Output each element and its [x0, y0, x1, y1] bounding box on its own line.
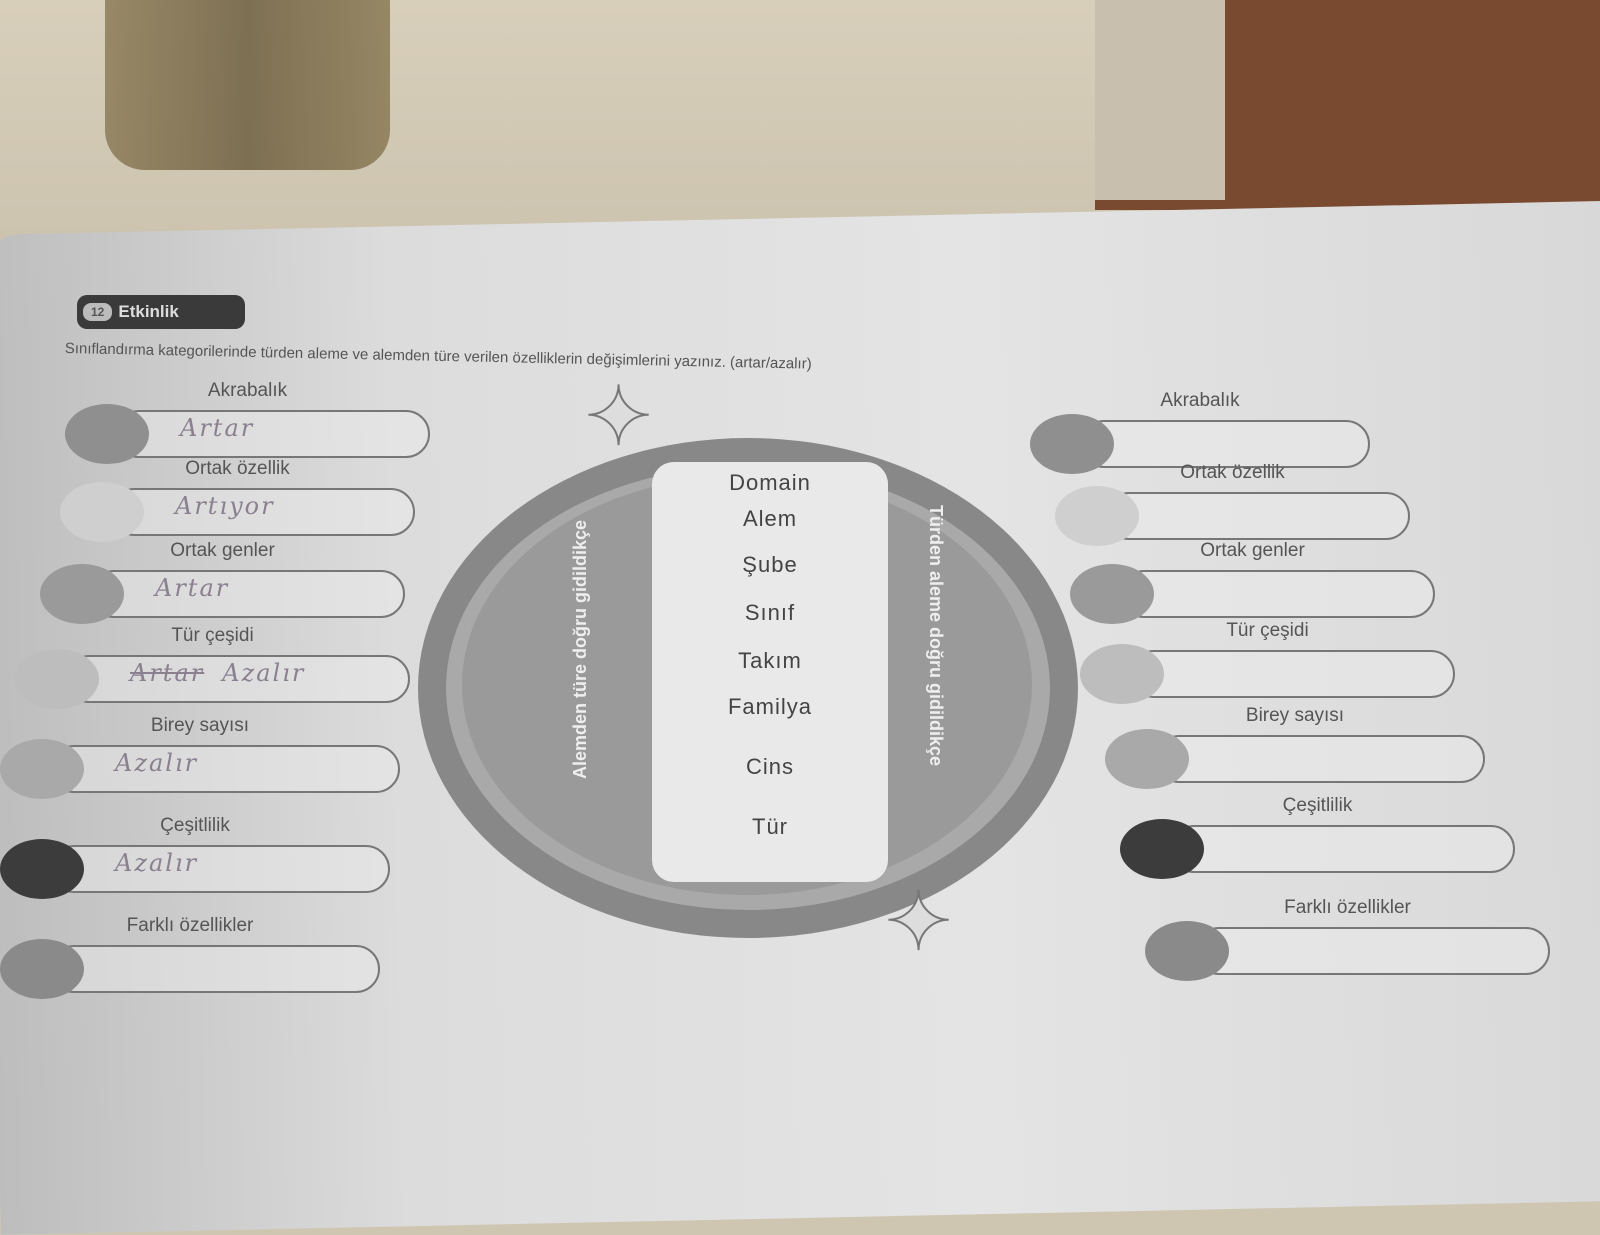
answer-text: Azalır: [115, 849, 199, 877]
left-item: Akrabalık Artar: [65, 380, 430, 464]
circle-marker: [40, 564, 124, 624]
activity-number: 12: [83, 303, 113, 321]
left-item: Ortak özellik Artıyor: [60, 458, 415, 542]
item-label: Birey sayısı: [150, 715, 250, 736]
star-icon: ✦: [584, 371, 653, 462]
answer-text: Artıyor: [175, 492, 275, 520]
star-icon: ✦: [884, 876, 953, 967]
left-item: Tür çeşidi Artar Azalır: [15, 625, 410, 709]
answer-field[interactable]: [1120, 570, 1435, 618]
level-7: Tür: [752, 814, 788, 839]
level-4: Takım: [738, 648, 802, 673]
answer-text: Artar: [155, 574, 230, 602]
level-6: Cins: [745, 754, 794, 779]
level-0: Domain: [729, 470, 811, 495]
level-5: Familya: [727, 694, 812, 719]
answer-field[interactable]: [110, 488, 415, 536]
circle-marker: [1145, 921, 1229, 981]
handwritten-answer: Artar: [155, 574, 229, 602]
circle-marker: [0, 739, 84, 799]
circle-marker: [1120, 819, 1204, 879]
right-item: Birey sayısı: [1105, 705, 1485, 789]
left-item: Ortak genler Artar: [40, 540, 405, 624]
handwritten-answer: Artıyor: [175, 492, 275, 520]
item-label: Akrabalık: [207, 380, 288, 401]
handwritten-answer: Azalır: [115, 849, 198, 877]
answer-text: Azalır: [222, 659, 306, 687]
answer-field[interactable]: [1170, 825, 1515, 873]
handwritten-answer: Azalır: [115, 749, 198, 777]
level-1: Alem: [742, 506, 798, 531]
left-item: Farklı özellikler: [0, 915, 380, 999]
item-label: Farklı özellikler: [126, 915, 254, 936]
item-label: Çeşitlilik: [1282, 795, 1353, 816]
item-label: Farklı özellikler: [1284, 897, 1411, 918]
circle-marker: [1055, 486, 1139, 546]
item-label: Ortak özellik: [185, 458, 290, 479]
item-label: Çeşitlilik: [160, 815, 230, 836]
answer-text: Artar: [180, 414, 255, 442]
right-item: Farklı özellikler: [1145, 897, 1550, 981]
answer-field[interactable]: [50, 945, 380, 993]
right-item: Çeşitlilik: [1120, 795, 1515, 879]
right-item: Akrabalık: [1030, 390, 1370, 474]
right-item: Tür çeşidi: [1080, 620, 1455, 704]
handwritten-answer: Artar Azalır: [130, 659, 305, 687]
circle-marker: [1030, 414, 1114, 474]
right-lane-label: Türden aleme doğru gidildikçe: [926, 505, 946, 767]
circle-marker: [65, 404, 149, 464]
answer-field[interactable]: [50, 845, 390, 893]
item-label: Ortak özellik: [1180, 462, 1285, 483]
right-item: Ortak genler: [1070, 540, 1435, 624]
level-2: Şube: [742, 552, 798, 577]
answer-field[interactable]: [1195, 927, 1550, 975]
left-lane-label: Alemden türe doğru gidildikçe: [570, 520, 590, 780]
answer-field[interactable]: [115, 410, 430, 458]
item-label: Ortak genler: [1200, 540, 1305, 561]
circle-marker: [15, 649, 99, 709]
right-item: Ortak özellik: [1055, 462, 1410, 546]
circle-marker: [0, 939, 84, 999]
answer-field[interactable]: [1130, 650, 1455, 698]
handwritten-answer: Artar: [180, 414, 254, 442]
answer-field[interactable]: [1080, 420, 1370, 468]
answer-text: Azalır: [115, 749, 199, 777]
left-item: Birey sayısı Azalır: [0, 715, 400, 799]
circle-marker: [1105, 729, 1189, 789]
glass: [105, 0, 390, 170]
item-label: Birey sayısı: [1245, 705, 1345, 726]
answer-field[interactable]: [65, 655, 410, 703]
item-label: Akrabalık: [1160, 390, 1240, 411]
struck-answer: Artar: [130, 659, 205, 687]
answer-field[interactable]: [50, 745, 400, 793]
circle-marker: [1080, 644, 1164, 704]
level-3: Sınıf: [744, 600, 796, 625]
item-label: Tür çeşidi: [1226, 620, 1309, 641]
answer-field[interactable]: [1105, 492, 1410, 540]
answer-field[interactable]: [90, 570, 405, 618]
book-pages: [1095, 0, 1225, 200]
item-label: Tür çeşidi: [171, 625, 254, 646]
circle-marker: [0, 839, 84, 899]
left-item: Çeşitlilik Azalır: [0, 815, 390, 899]
circle-marker: [1070, 564, 1154, 624]
answer-field[interactable]: [1155, 735, 1485, 783]
activity-title: Etkinlik: [118, 302, 179, 321]
activity-badge: 12 Etkinlik: [77, 295, 245, 329]
circle-marker: [60, 482, 144, 542]
item-label: Ortak genler: [170, 540, 275, 561]
